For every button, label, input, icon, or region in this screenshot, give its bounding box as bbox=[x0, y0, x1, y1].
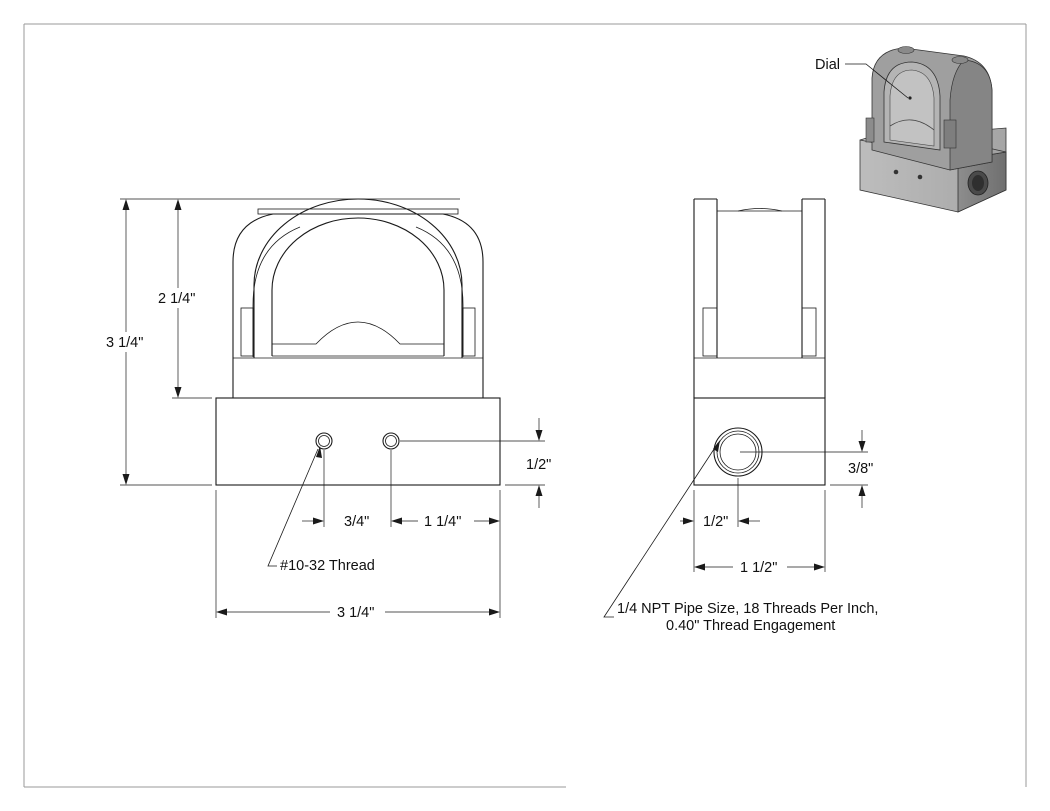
dim-upper-height: 2 1/4" bbox=[158, 291, 195, 307]
npt-label-line2: 0.40" Thread Engagement bbox=[666, 618, 835, 634]
dim-overall-height: 3 1/4" bbox=[106, 335, 143, 351]
front-view bbox=[215, 198, 501, 486]
front-dimensions: 3 1/4" 2 1/4" 1/2" 3/4" 1 1/4" bbox=[106, 198, 551, 621]
drawing-border bbox=[23, 23, 1027, 788]
dial-callout: Dial bbox=[815, 57, 909, 99]
dim-left-hole-offset: 3/4" bbox=[344, 514, 369, 530]
isometric-view bbox=[859, 46, 1007, 213]
dim-right-hole-offset: 1 1/4" bbox=[424, 514, 461, 530]
dim-hole-height: 1/2" bbox=[526, 457, 551, 473]
dim-port-height: 3/8" bbox=[848, 461, 873, 477]
side-dimensions: 3/8" 1/2" 1 1/2" bbox=[680, 430, 873, 576]
dim-port-offset: 1/2" bbox=[703, 514, 728, 530]
dim-overall-depth: 1 1/2" bbox=[740, 560, 777, 576]
side-view bbox=[693, 198, 826, 486]
dim-overall-width: 3 1/4" bbox=[337, 605, 374, 621]
npt-callout: 1/4 NPT Pipe Size, 18 Threads Per Inch, … bbox=[603, 440, 878, 634]
dial-callout-label: Dial bbox=[815, 57, 840, 73]
npt-label-line1: 1/4 NPT Pipe Size, 18 Threads Per Inch, bbox=[617, 601, 878, 617]
thread-1032-label: #10-32 Thread bbox=[280, 558, 375, 574]
thread-callout: #10-32 Thread bbox=[267, 446, 375, 574]
